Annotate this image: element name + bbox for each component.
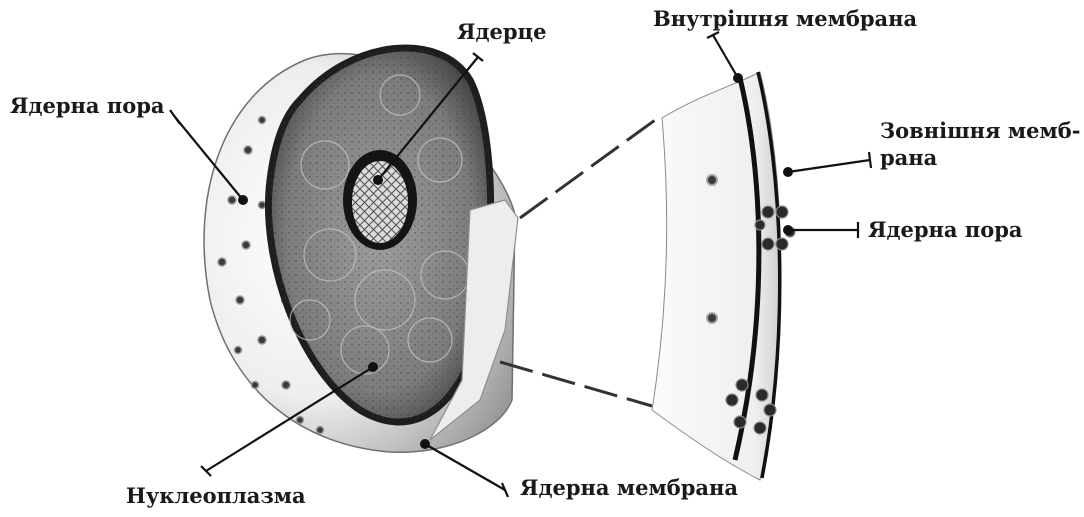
zoom-connectors (500, 115, 662, 406)
label-nuclear-pore-right: Ядерна пора (868, 216, 1023, 243)
label-nucleoplasm: Нуклеоплазма (126, 482, 306, 509)
label-nucleolus: Ядерце (457, 18, 546, 45)
label-nuclear-membrane: Ядерна мембрана (520, 474, 738, 501)
label-nuclear-pore-left: Ядерна пора (10, 92, 165, 119)
label-inner-membrane: Внутрішня мембрана (653, 5, 917, 32)
label-outer-membrane-line1: Зовнішня мемб- (880, 117, 1080, 144)
membrane-enlargement (652, 72, 795, 480)
label-outer-membrane-line2: рана (880, 144, 937, 171)
